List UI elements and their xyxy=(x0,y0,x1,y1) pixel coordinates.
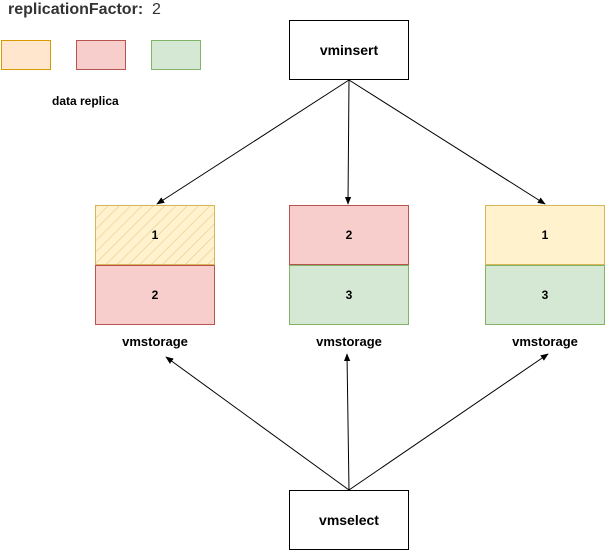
title-separator: : xyxy=(137,1,144,18)
edge-vminsert-to-storage-3 xyxy=(348,79,546,205)
edge-vminsert-to-storage-2 xyxy=(344,79,352,205)
vmselect-label: vmselect xyxy=(319,512,379,528)
storage-2-replica-1: 2 xyxy=(289,205,409,265)
edge-vmselect-to-storage-2 xyxy=(343,353,351,491)
storage-3-replica-2: 3 xyxy=(485,265,605,325)
storage-2-replica-1-text: 2 xyxy=(345,228,353,242)
storage-1-replica-1: 1 xyxy=(95,205,215,265)
storage-2-label: vmstorage xyxy=(316,334,382,349)
replication-factor-value: 2 xyxy=(152,1,161,18)
hatch-pattern xyxy=(96,206,214,264)
vminsert-node: vminsert xyxy=(289,20,409,80)
storage-1-replica-1-text: 1 xyxy=(151,228,159,242)
replication-factor-title: replicationFactor: 2 xyxy=(8,1,161,19)
storage-3-replica-1: 1 xyxy=(485,205,605,265)
storage-2-replica-2-text: 3 xyxy=(345,288,353,302)
legend-swatch-green xyxy=(151,40,201,70)
vmselect-node: vmselect xyxy=(289,490,409,550)
legend-swatch-red xyxy=(76,40,126,70)
legend-swatch-orange xyxy=(1,40,51,70)
storage-3-label: vmstorage xyxy=(512,334,578,349)
storage-1-label: vmstorage xyxy=(122,334,188,349)
replication-factor-key: replicationFactor xyxy=(8,1,138,18)
storage-3-replica-1-text: 1 xyxy=(541,228,549,242)
edge-vminsert-to-storage-1 xyxy=(156,79,350,205)
storage-3-replica-2-text: 3 xyxy=(541,288,549,302)
storage-1-replica-2-text: 2 xyxy=(151,288,159,302)
edge-vmselect-to-storage-3 xyxy=(348,353,549,491)
storage-2-replica-2: 3 xyxy=(289,265,409,325)
vminsert-label: vminsert xyxy=(319,42,379,58)
legend-label: data replica xyxy=(52,94,119,108)
storage-1-replica-2: 2 xyxy=(95,265,215,325)
edge-vmselect-to-storage-1 xyxy=(165,356,350,491)
